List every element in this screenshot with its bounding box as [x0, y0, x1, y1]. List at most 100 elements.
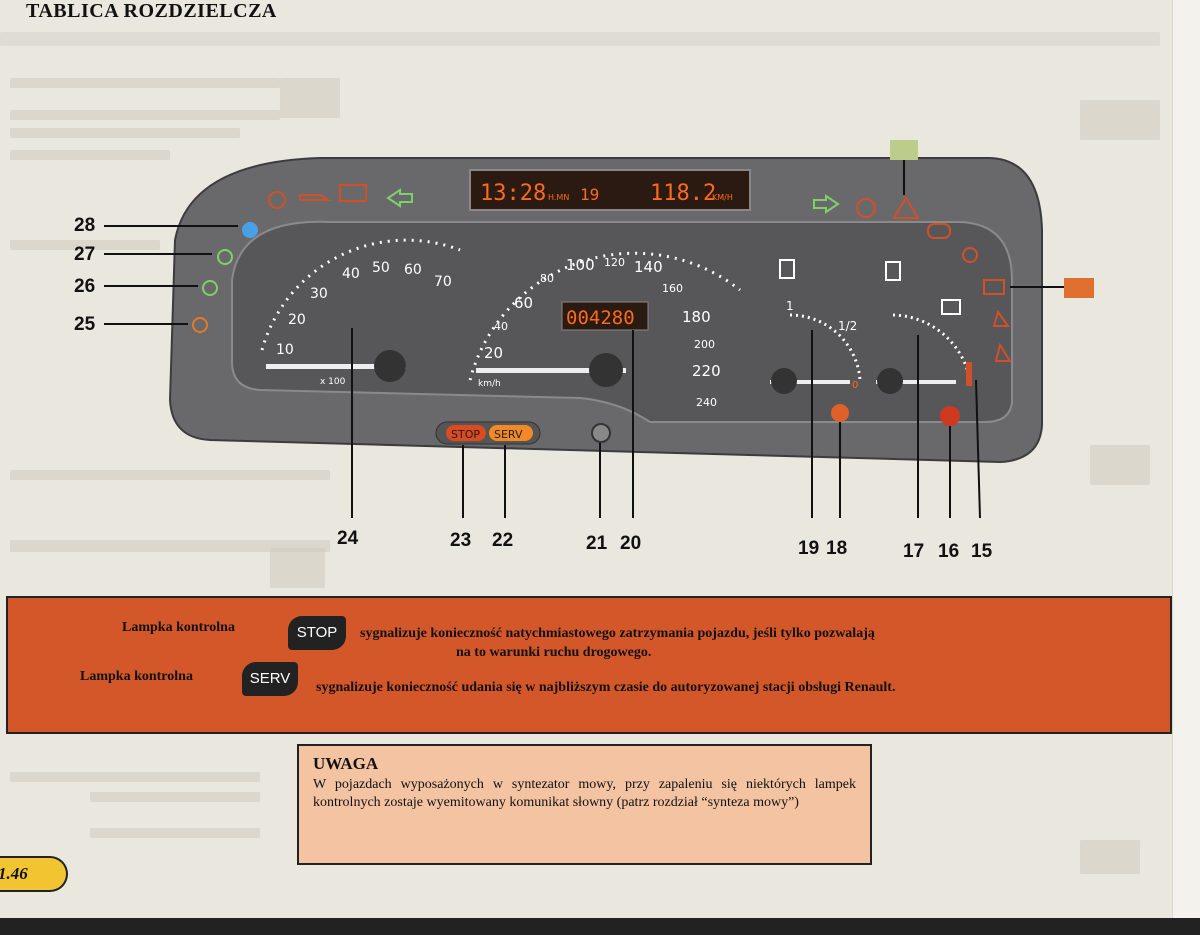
stop-lamp-label: STOP — [451, 428, 480, 441]
page-number: 1.46 — [0, 864, 28, 883]
oil-level-icon — [941, 299, 961, 315]
fuel-hub — [771, 368, 797, 394]
battery-icon — [339, 184, 367, 202]
door-open-icon — [983, 279, 1005, 295]
speed-tick: 20 — [484, 344, 503, 362]
note-body: W pojazdach wyposażonych w syntezator mo… — [313, 777, 856, 810]
coolant-temp-icon — [885, 261, 901, 281]
line2-text: sygnalizuje konieczność udania się w naj… — [316, 680, 896, 695]
tach-tick: 60 — [404, 262, 422, 278]
digital-display — [469, 169, 751, 211]
coolant-lamp-icon — [268, 191, 286, 209]
callout-17: 17 — [903, 541, 925, 562]
fuel-label-full: 1 — [786, 299, 794, 313]
speed-tick: 140 — [634, 258, 663, 276]
tach-hub — [374, 350, 406, 382]
brake-warning-icon — [856, 198, 876, 218]
rear-fog-lamp-icon — [192, 317, 208, 333]
callout-19: 19 — [798, 538, 820, 559]
airbag-icon — [962, 247, 978, 263]
speed-tick: 240 — [696, 396, 717, 409]
reset-button-icon — [591, 423, 611, 443]
line2-prefix: Lampka kontrolna — [80, 669, 193, 684]
speed-tick: 100 — [566, 256, 595, 274]
temp-red-zone — [966, 362, 972, 386]
note-title: UWAGA — [313, 754, 379, 773]
tach-tick: 30 — [310, 286, 328, 302]
next-page-edge — [1172, 0, 1200, 935]
green-lamp-swatch — [890, 140, 918, 160]
right-turn-icon — [813, 194, 840, 214]
callout-20: 20 — [620, 533, 642, 554]
serv-chip: SERV — [242, 662, 298, 696]
note-box: UWAGA W pojazdach wyposażonych w synteza… — [297, 744, 872, 865]
page-number-tab: 1.46 — [0, 856, 68, 892]
speed-needle — [476, 368, 626, 373]
left-turn-icon — [386, 188, 413, 208]
speed-tick: 40 — [494, 320, 508, 333]
speed-unit: km/h — [478, 379, 501, 389]
speed-tick: 60 — [514, 294, 533, 312]
display-speed-unit: KM/H — [712, 193, 733, 202]
temperature-gauge — [876, 261, 972, 426]
speed-tick: 220 — [692, 362, 721, 380]
speed-hub — [589, 353, 623, 387]
speed-tick: 160 — [662, 282, 683, 295]
speedometer: 20 40 60 80 100 120 140 160 180 200 220 … — [468, 251, 741, 409]
line1-continuation: na to warunki ruchu drogowego. — [456, 645, 652, 660]
display-temperature: 19 — [580, 185, 599, 204]
tach-tick: 70 — [434, 274, 452, 290]
callout-18: 18 — [826, 538, 848, 559]
seat-heat-icon — [994, 342, 1012, 362]
callout-25: 25 — [74, 314, 96, 335]
callout-22: 22 — [492, 530, 514, 551]
bottom-strip — [0, 918, 1200, 935]
hazard-icon — [892, 196, 920, 219]
top-right-lamps — [813, 194, 1012, 362]
line1-prefix: Lampka kontrolna — [122, 620, 235, 635]
speed-tick: 180 — [682, 308, 711, 326]
stop-lamp — [446, 425, 486, 441]
page-title: TABLICA ROZDZIELCZA — [26, 0, 277, 22]
stop-serv-explanation: Lampka kontrolna STOP sygnalizuje koniec… — [6, 596, 1172, 734]
orange-lamp-swatch — [1064, 278, 1094, 298]
temp-hub — [877, 368, 903, 394]
seatbelt-icon — [992, 309, 1010, 327]
tach-needle — [266, 364, 406, 369]
fuel-label-empty: 0 — [852, 380, 858, 391]
callout-24: 24 — [337, 528, 359, 549]
fog-lamp-icon — [202, 280, 218, 296]
callout-27: 27 — [74, 244, 96, 265]
display-speed: 118.2 — [650, 181, 716, 206]
tach-tick: 40 — [342, 266, 360, 282]
callout-23: 23 — [450, 530, 472, 551]
speed-tick: 200 — [694, 338, 715, 351]
tach-unit: x 100 — [320, 377, 346, 387]
odometer-value: 004280 — [566, 307, 635, 329]
serv-lamp — [489, 425, 533, 441]
callout-28: 28 — [74, 215, 96, 236]
leader-lines — [104, 160, 1064, 519]
odometer-display — [561, 301, 649, 331]
callout-16: 16 — [938, 541, 960, 562]
temp-warning-lamp-icon — [940, 406, 960, 426]
callout-21: 21 — [586, 533, 608, 554]
headlight-lamp-icon — [217, 249, 233, 265]
speed-tick: 120 — [604, 256, 625, 269]
callout-26: 26 — [74, 276, 96, 297]
temp-needle — [876, 380, 956, 384]
fuel-gauge: 1 1/2 0 — [770, 259, 862, 422]
display-time: 13:28 — [480, 181, 546, 206]
line1-text: sygnalizuje konieczność natychmiastowego… — [360, 626, 875, 641]
display-time-unit: H.MN — [548, 193, 569, 202]
fuel-needle — [770, 380, 850, 384]
oil-pressure-icon — [299, 194, 332, 201]
abs-icon — [927, 223, 951, 239]
fuel-pump-icon — [779, 259, 795, 279]
page-background — [0, 32, 1160, 874]
instrument-cluster: 13:28 H.MN 19 118.2 KM/H 10 20 30 40 50 … — [104, 140, 1094, 519]
tachometer: 10 20 30 40 50 60 70 x 100 — [260, 238, 461, 387]
serv-lamp-label: SERV — [494, 428, 523, 441]
top-left-lamps — [268, 184, 413, 209]
tach-tick: 50 — [372, 260, 390, 276]
